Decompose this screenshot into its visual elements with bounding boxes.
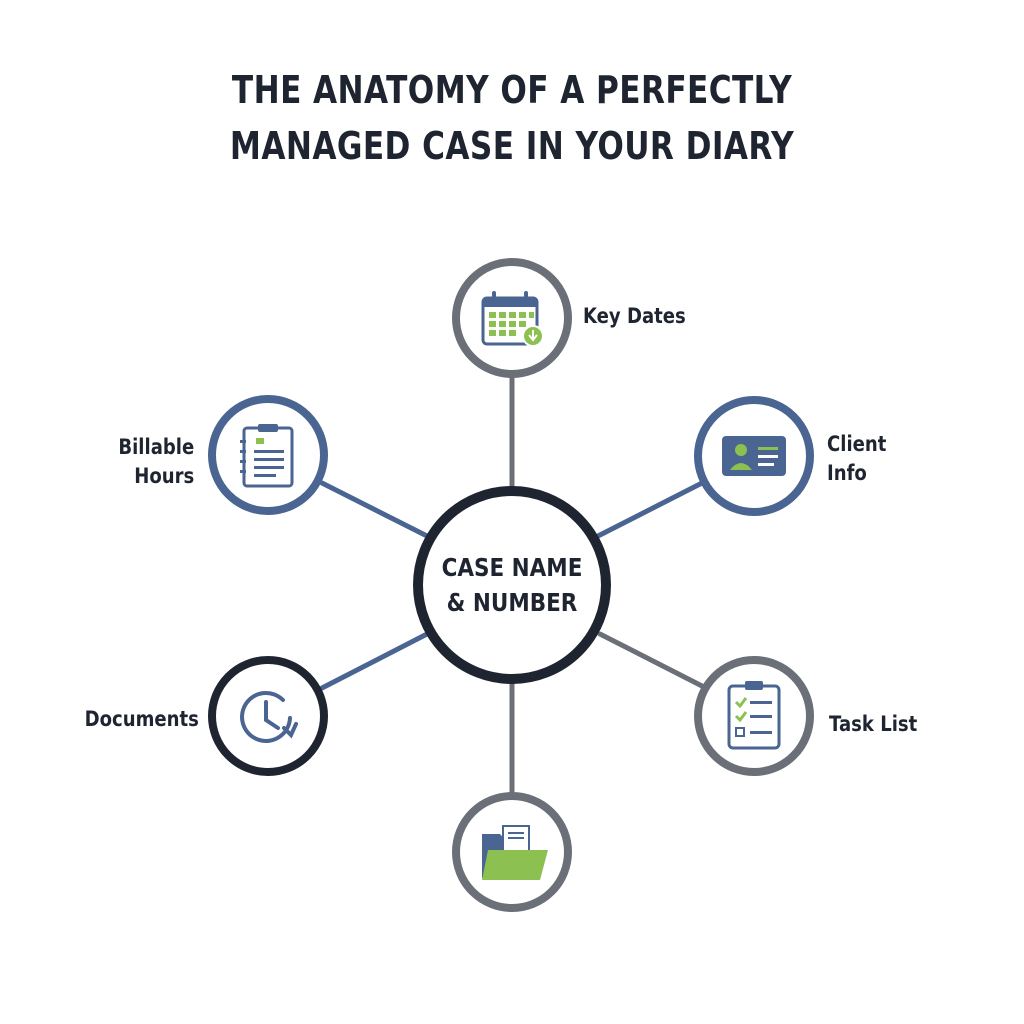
- node-key-dates: [452, 258, 572, 378]
- label-line: Billable: [118, 435, 194, 459]
- connector-task-list: [597, 631, 705, 689]
- node-client-info: [694, 396, 814, 516]
- connectors: [319, 375, 705, 799]
- title-line-2: MANAGED CASE IN YOUR DIARY: [229, 124, 795, 168]
- label-line: Hours: [133, 464, 194, 488]
- folder-icon: [482, 825, 548, 880]
- center-line-1: CASE NAME: [441, 553, 583, 582]
- label-billable-hours: Billable Hours: [118, 433, 194, 491]
- node-billable-hours: [208, 395, 328, 515]
- calendar-icon: [481, 291, 544, 347]
- checklist-icon: [727, 681, 781, 750]
- node-folder: [452, 792, 572, 912]
- page-title: THE ANATOMY OF A PERFECTLY MANAGED CASE …: [92, 62, 932, 174]
- center-hub: [413, 486, 611, 684]
- connector-documents: [319, 631, 430, 691]
- clipboard-icon: [240, 424, 294, 488]
- label-line: Info: [827, 461, 867, 485]
- connector-billable-hours: [319, 480, 430, 539]
- label-task-list: Task List: [829, 710, 917, 739]
- id-card-icon: [722, 436, 786, 476]
- label-line: Task List: [829, 712, 918, 736]
- node-task-list: [694, 656, 814, 776]
- center-line-2: & NUMBER: [446, 588, 578, 617]
- label-client-info: Client Info: [827, 430, 886, 488]
- label-line: Documents: [84, 707, 199, 731]
- clock-icon: [240, 690, 298, 743]
- label-line: Client: [827, 432, 887, 456]
- title-line-1: THE ANATOMY OF A PERFECTLY: [231, 68, 793, 112]
- label-documents: Documents: [85, 705, 199, 734]
- label-line: Key Dates: [583, 304, 686, 328]
- label-key-dates: Key Dates: [583, 302, 686, 331]
- connector-client-info: [595, 480, 705, 539]
- node-documents: [208, 656, 328, 776]
- center-hub-label: CASE NAME & NUMBER: [426, 550, 598, 620]
